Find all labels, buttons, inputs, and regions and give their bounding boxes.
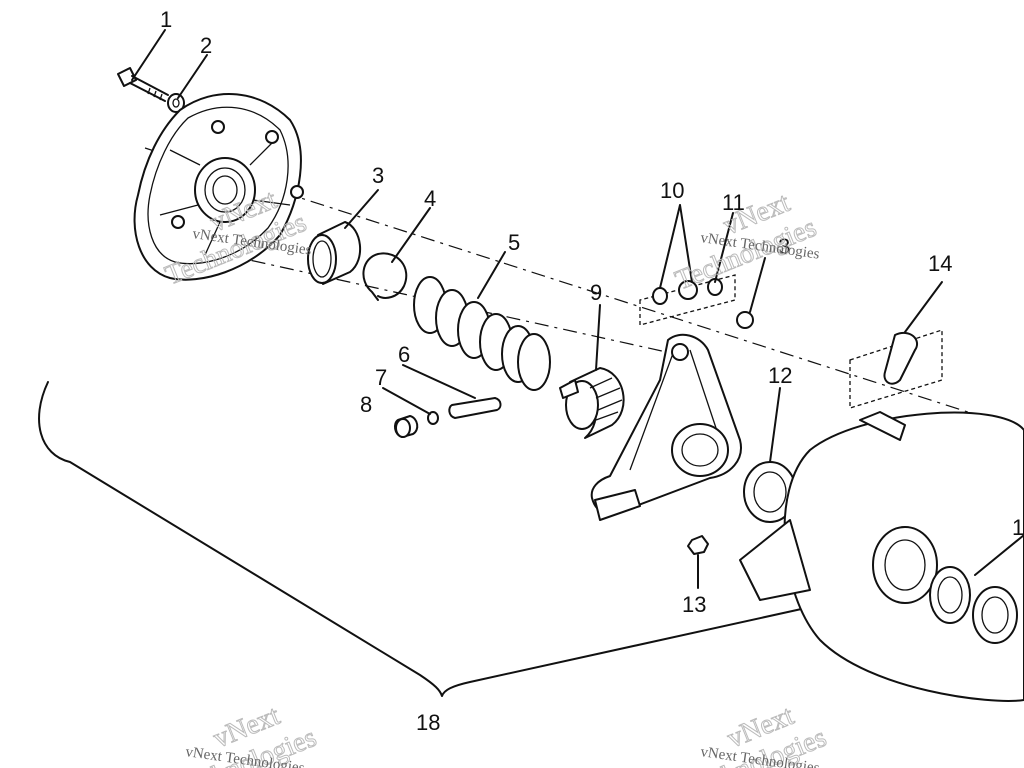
callout-12: 12: [768, 363, 792, 388]
callout-3: 3: [372, 163, 384, 188]
part-10-11-box: [639, 274, 736, 326]
callout-18: 18: [416, 710, 440, 735]
callout-6: 6: [398, 342, 410, 367]
callout-5: 5: [508, 230, 520, 255]
pin-part: [448, 397, 502, 419]
watermark-bottom-left: vNext Technologies vNext Technologies: [171, 700, 322, 768]
cap-part: [393, 415, 419, 438]
callout-2: 2: [200, 33, 212, 58]
watermark-bottom-right: vNext Technologies vNext Technologies: [681, 700, 832, 768]
nut-10b-part: [678, 280, 698, 300]
nut-3-part: [736, 311, 754, 329]
callout-15-partial: 1: [1012, 515, 1024, 540]
small-nut-part: [687, 535, 709, 555]
callout-14: 14: [928, 251, 952, 276]
leader-lines: [131, 29, 1024, 589]
callout-4: 4: [424, 186, 436, 211]
snap-ring-part: [362, 252, 408, 301]
bolt-part: [117, 67, 169, 102]
nut-10a-part: [652, 287, 668, 305]
callout-10: 10: [660, 178, 684, 203]
callout-13: 13: [682, 592, 706, 617]
bushing-part: [307, 221, 362, 285]
secondary-axis: [194, 247, 681, 356]
callout-1: 1: [160, 7, 172, 32]
cover-housing-part: [133, 93, 304, 281]
washer-part: [167, 93, 185, 113]
callout-8: 8: [360, 392, 372, 417]
callout-11: 11: [722, 190, 745, 215]
spider-arm-part: [590, 333, 742, 521]
callout-7: 7: [375, 365, 387, 390]
small-washer-part: [427, 411, 439, 425]
main-sheave-part: [739, 411, 1024, 702]
group-bracket: [38, 381, 1024, 697]
callout-9: 9: [590, 280, 602, 305]
clip-part: [883, 331, 918, 385]
callout-3-right: 3: [778, 234, 790, 259]
cam-roller-part: [559, 367, 625, 439]
spring-part: [413, 276, 551, 391]
watermark-top-right: vNext Technologies vNext Technologies: [671, 187, 822, 297]
